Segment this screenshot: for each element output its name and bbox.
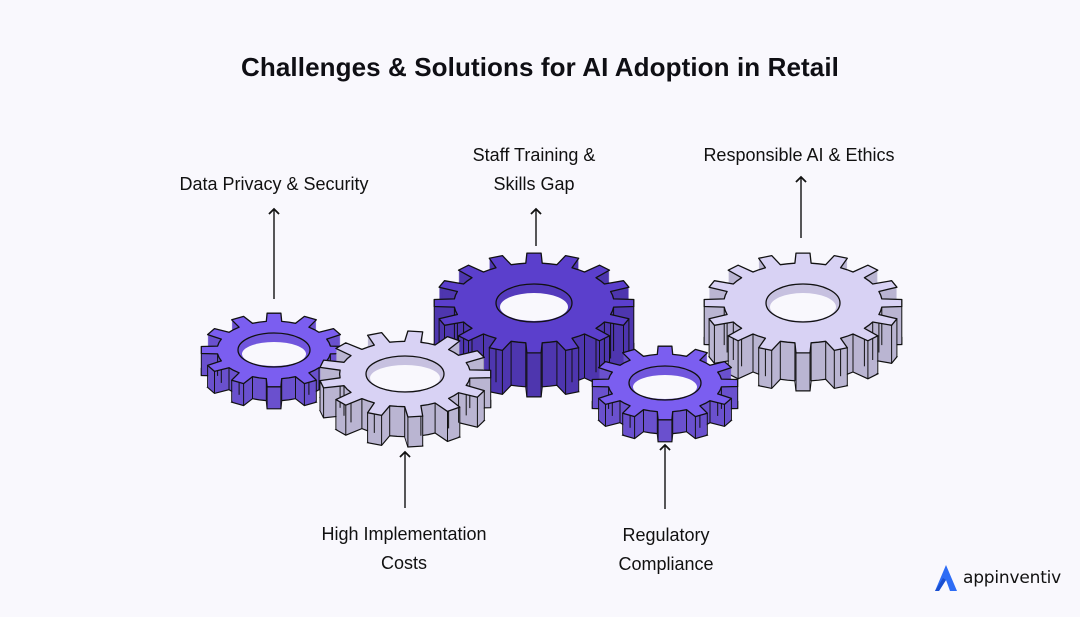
gear-responsible-ai [703, 252, 903, 392]
label-line: High Implementation [321, 524, 487, 544]
label-line: Data Privacy & Security [179, 174, 369, 194]
label-line: Skills Gap [493, 174, 575, 194]
gear-regulatory [591, 345, 739, 443]
label-line: Compliance [618, 554, 714, 574]
gear-hole-inner [500, 293, 568, 321]
label-line: Costs [380, 553, 427, 573]
label-line: Responsible AI & Ethics [703, 145, 895, 165]
gear-hole-inner [370, 365, 440, 391]
page-title: Challenges & Solutions for AI Adoption i… [241, 52, 839, 82]
label-regulatory-compliance: Regulatory Compliance [586, 521, 746, 579]
appinventiv-a-icon [935, 565, 957, 591]
gear-hole-inner [242, 342, 306, 366]
brand-name: appinventiv [963, 568, 1062, 588]
gear-hole-inner [633, 375, 697, 399]
label-implementation-costs: High Implementation Costs [300, 520, 508, 578]
gear-staff-training [433, 252, 635, 398]
label-line: Regulatory [622, 525, 710, 545]
label-line: Staff Training & [472, 145, 596, 165]
label-responsible-ai: Responsible AI & Ethics [680, 141, 918, 170]
label-staff-training: Staff Training & Skills Gap [436, 141, 632, 199]
gear-hole-inner [770, 293, 836, 321]
brand-logo: appinventiv [933, 563, 1061, 593]
gear-data-privacy [200, 312, 348, 410]
label-data-privacy: Data Privacy & Security [164, 170, 384, 199]
gear-implementation-costs [319, 330, 492, 448]
